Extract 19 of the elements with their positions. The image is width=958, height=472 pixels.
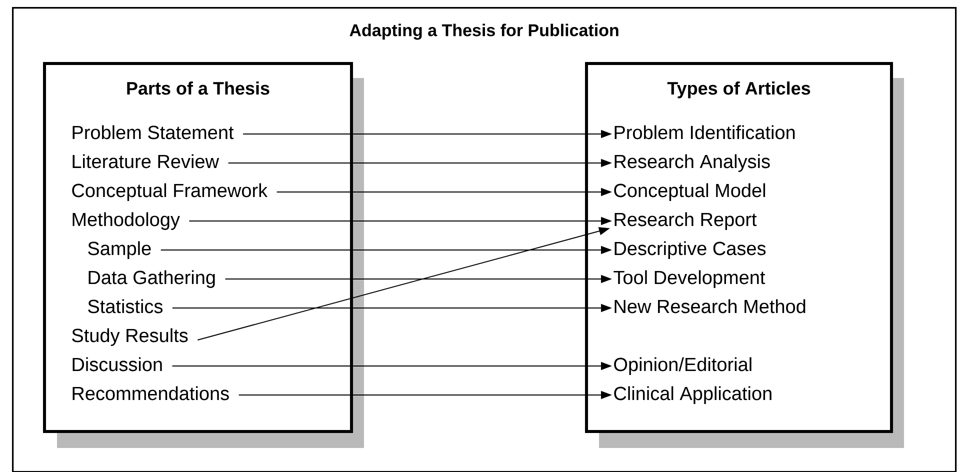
list-item: Statistics [88, 299, 163, 314]
list-item: Research Analysis [614, 154, 770, 172]
list-item: Recommendations [72, 386, 229, 400]
list-item: Sample [88, 241, 151, 259]
list-item: Methodology [72, 212, 180, 230]
list-item: Clinical Application [614, 386, 772, 404]
list-item: Tool Development [614, 270, 766, 288]
list-item: Opinion/Editorial [614, 357, 752, 375]
list-item: Discussion [72, 357, 162, 372]
list-item: Problem Identification [614, 125, 795, 140]
list-item: Conceptual Model [614, 183, 766, 201]
list-item: Study Results [72, 328, 188, 346]
list-item: Problem Statement [72, 125, 234, 140]
list-item: Literature Review [72, 154, 220, 168]
list-item: Research Report [614, 212, 757, 230]
list-item: Descriptive Cases [614, 241, 766, 259]
list-item: New Research Method [614, 299, 806, 314]
list-item: Conceptual Framework [72, 183, 268, 201]
list-item: Data Gathering [88, 270, 215, 288]
